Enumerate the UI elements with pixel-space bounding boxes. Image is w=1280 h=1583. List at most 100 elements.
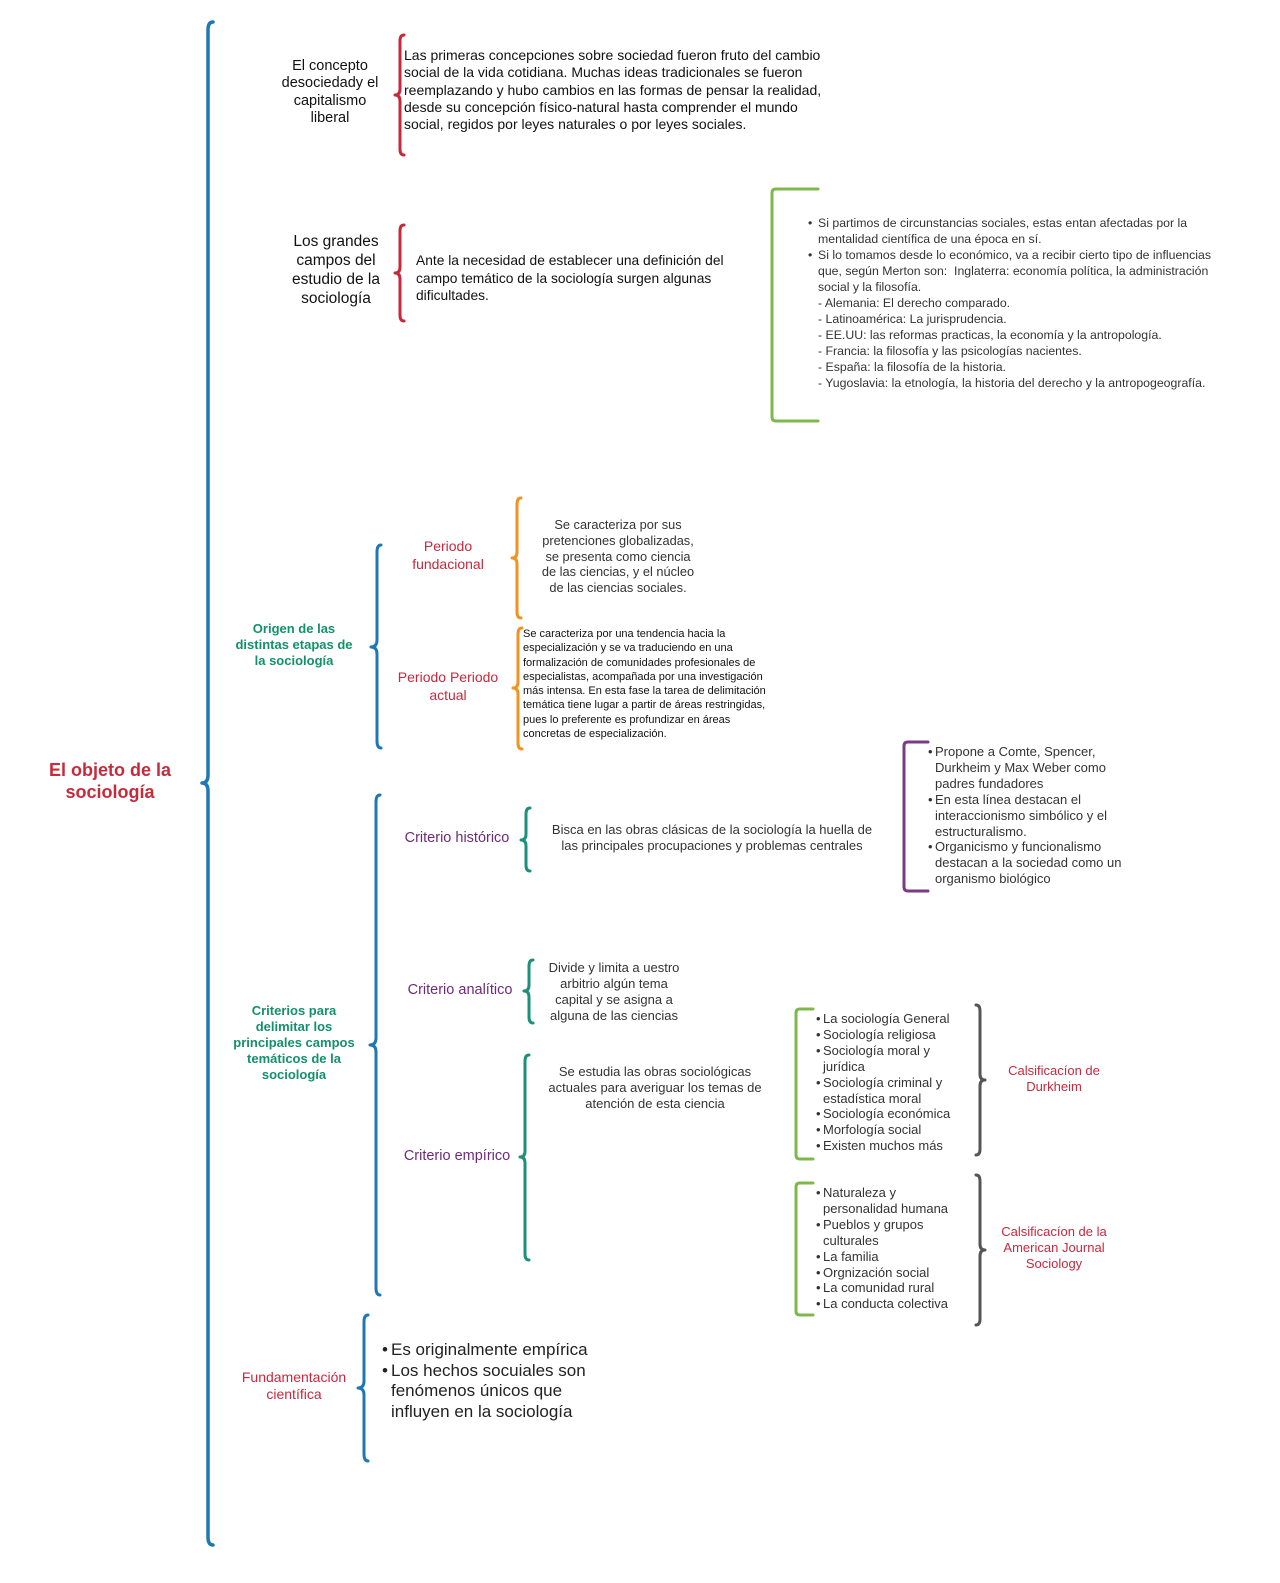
ajs-item-line: La comunidad rural xyxy=(823,1280,935,1296)
actual-text: Se caracteriza por una tendencia hacia l… xyxy=(523,627,766,741)
actual-text-line: más intensa. En esta fase la tarea de de… xyxy=(523,685,766,698)
ajs-item: La familia xyxy=(816,1249,948,1265)
ajs-item-line: culturales xyxy=(823,1232,879,1248)
durkheim-item-line: estadística moral xyxy=(823,1090,922,1106)
fundacional-text-line: Se caracteriza por sus xyxy=(554,517,682,532)
concepto-label-line: capitalismo xyxy=(293,92,367,109)
empirico-label: Criterio empírico xyxy=(403,1148,511,1164)
concepto-label-line: desociedady el xyxy=(281,75,379,92)
fundamentacion-list: Es originalmente empíricaLos hechos socu… xyxy=(382,1340,588,1423)
analitico-text-line: arbitrio algún tema xyxy=(560,976,668,991)
campos-label-line: estudio de la xyxy=(292,271,380,288)
durkheim-list: La sociología GeneralSociología religios… xyxy=(816,1011,950,1154)
fundamentacion-label-line: Fundamentación xyxy=(241,1369,347,1385)
historico-detail-item-line: organismo biológico xyxy=(935,871,1051,887)
durkheim-item-line: jurídica xyxy=(823,1058,865,1074)
fundacional-brace xyxy=(510,496,523,620)
actual-text-line: formalización de comunidades profesional… xyxy=(523,656,756,669)
influencia-item-line: que, según Merton son: Inglaterra: econo… xyxy=(818,264,1209,278)
ajs-item-line: personalidad humana xyxy=(823,1200,949,1216)
actual-text-line: especialización y se va traduciendo en u… xyxy=(523,642,733,655)
empirico-text-line: atención de esta ciencia xyxy=(585,1096,725,1111)
ajs-label-line: American Journal xyxy=(1003,1240,1105,1255)
influencia-item-line: mentalidad científica de una época en sí… xyxy=(818,232,1042,246)
historico-detail-item-line: estructuralismo. xyxy=(935,823,1027,839)
fundamentacion-item-line: Es originalmente empírica xyxy=(391,1340,588,1359)
concepto-text-line: desde su concepción físico-natural hasta… xyxy=(404,98,798,115)
actual-brace xyxy=(511,626,524,751)
fundacional-label-line: Periodo xyxy=(423,538,473,554)
ajs-label-line: Sociology xyxy=(1025,1256,1083,1271)
historico-text-line: Bisca en las obras clásicas de la sociol… xyxy=(551,822,873,837)
historico-detail-item-line: Organicismo y funcionalismo xyxy=(935,839,1102,855)
durkheim-closing-brace xyxy=(974,1003,987,1157)
empirico-brace xyxy=(518,1053,531,1262)
ajs-item: La comunidad rural xyxy=(816,1280,948,1296)
concepto-label-line: El concepto xyxy=(292,58,368,74)
durkheim-item-line: La sociología General xyxy=(823,1011,950,1026)
pais-line: - Alemania: El derecho comparado. xyxy=(818,296,1011,310)
fundacional-text-line: de las ciencias sociales. xyxy=(549,580,687,595)
fundacional-label-line: fundacional xyxy=(412,555,484,572)
fundacional-text-line: se presenta como ciencia xyxy=(545,548,691,564)
empirico-text-line: Se estudia las obras sociológicas xyxy=(558,1064,752,1079)
analitico-text-line: capital y se asigna a xyxy=(555,992,673,1007)
origen-label-line: Origen de las xyxy=(252,621,336,636)
ajs-item-line: La familia xyxy=(823,1248,879,1264)
fundacional-text-line: de las ciencias, y el núcleo xyxy=(541,564,695,580)
durkheim-bracket xyxy=(794,1007,815,1161)
criterios-label-line: delimitar los xyxy=(255,1019,333,1034)
historico-detail-item-line: En esta línea destacan el xyxy=(935,791,1081,807)
concepto-text-line: social de la vida cotidiana. Muchas idea… xyxy=(404,64,803,81)
ajs-label-line: Calsificacíon de la xyxy=(1001,1224,1107,1239)
durkheim-item-line: Morfología social xyxy=(823,1122,922,1138)
fundamentacion-label-line: científica xyxy=(266,1386,322,1402)
criterios-brace xyxy=(368,793,382,1297)
durkheim-item: Sociología religiosa xyxy=(816,1027,950,1043)
criterios-label-line: temáticos de la xyxy=(247,1051,341,1066)
actual-label-line: actual xyxy=(429,686,467,703)
analitico-label: Criterio analítico xyxy=(407,982,513,998)
pais-line: - Latinoamérica: La jurisprudencia. xyxy=(818,312,1007,326)
historico-detail-list: Propone a Comte, Spencer,Durkheim y Max … xyxy=(928,744,1121,887)
historico-brace xyxy=(519,806,532,873)
analitico-brace xyxy=(522,958,535,1025)
criterios-label-line: Criterios para xyxy=(251,1003,337,1018)
main-brace xyxy=(200,20,215,1547)
ajs-item-line: Naturaleza y xyxy=(823,1185,896,1200)
durkheim-label-line: Durkheim xyxy=(1026,1079,1082,1094)
criterios-label-line: sociología xyxy=(261,1067,327,1082)
fundamentacion-brace xyxy=(356,1313,370,1463)
influencias-bracket xyxy=(770,187,820,423)
historico-label: Criterio histórico xyxy=(404,830,510,846)
influencia-item: Si partimos de circunstancias sociales, … xyxy=(808,215,1211,247)
actual-text-line: temática tiene lugar a partir de áreas r… xyxy=(523,699,766,712)
campos-text-line: dificultades. xyxy=(416,288,489,303)
actual-text-line: pues lo preferente es profundizar en áre… xyxy=(523,713,731,726)
durkheim-label-line: Calsificacíon de xyxy=(1008,1063,1100,1078)
ajs-item: Orgnización social xyxy=(816,1265,948,1281)
campos-text: Ante la necesidad de establecer una defi… xyxy=(416,252,724,305)
campos-text-line: Ante la necesidad de establecer una defi… xyxy=(416,253,724,268)
ajs-bracket xyxy=(794,1181,815,1317)
historico-detail-item-line: interaccionismo simbólico y el xyxy=(935,807,1107,823)
concepto-text-line: reemplazando y hubo cambios en las forma… xyxy=(404,81,822,98)
pais-line: - EE.UU: las reformas practicas, la econ… xyxy=(818,328,1162,342)
analitico-text-line: Divide y limita a uestro xyxy=(548,960,680,975)
durkheim-item-line: Sociología criminal y xyxy=(823,1074,943,1090)
